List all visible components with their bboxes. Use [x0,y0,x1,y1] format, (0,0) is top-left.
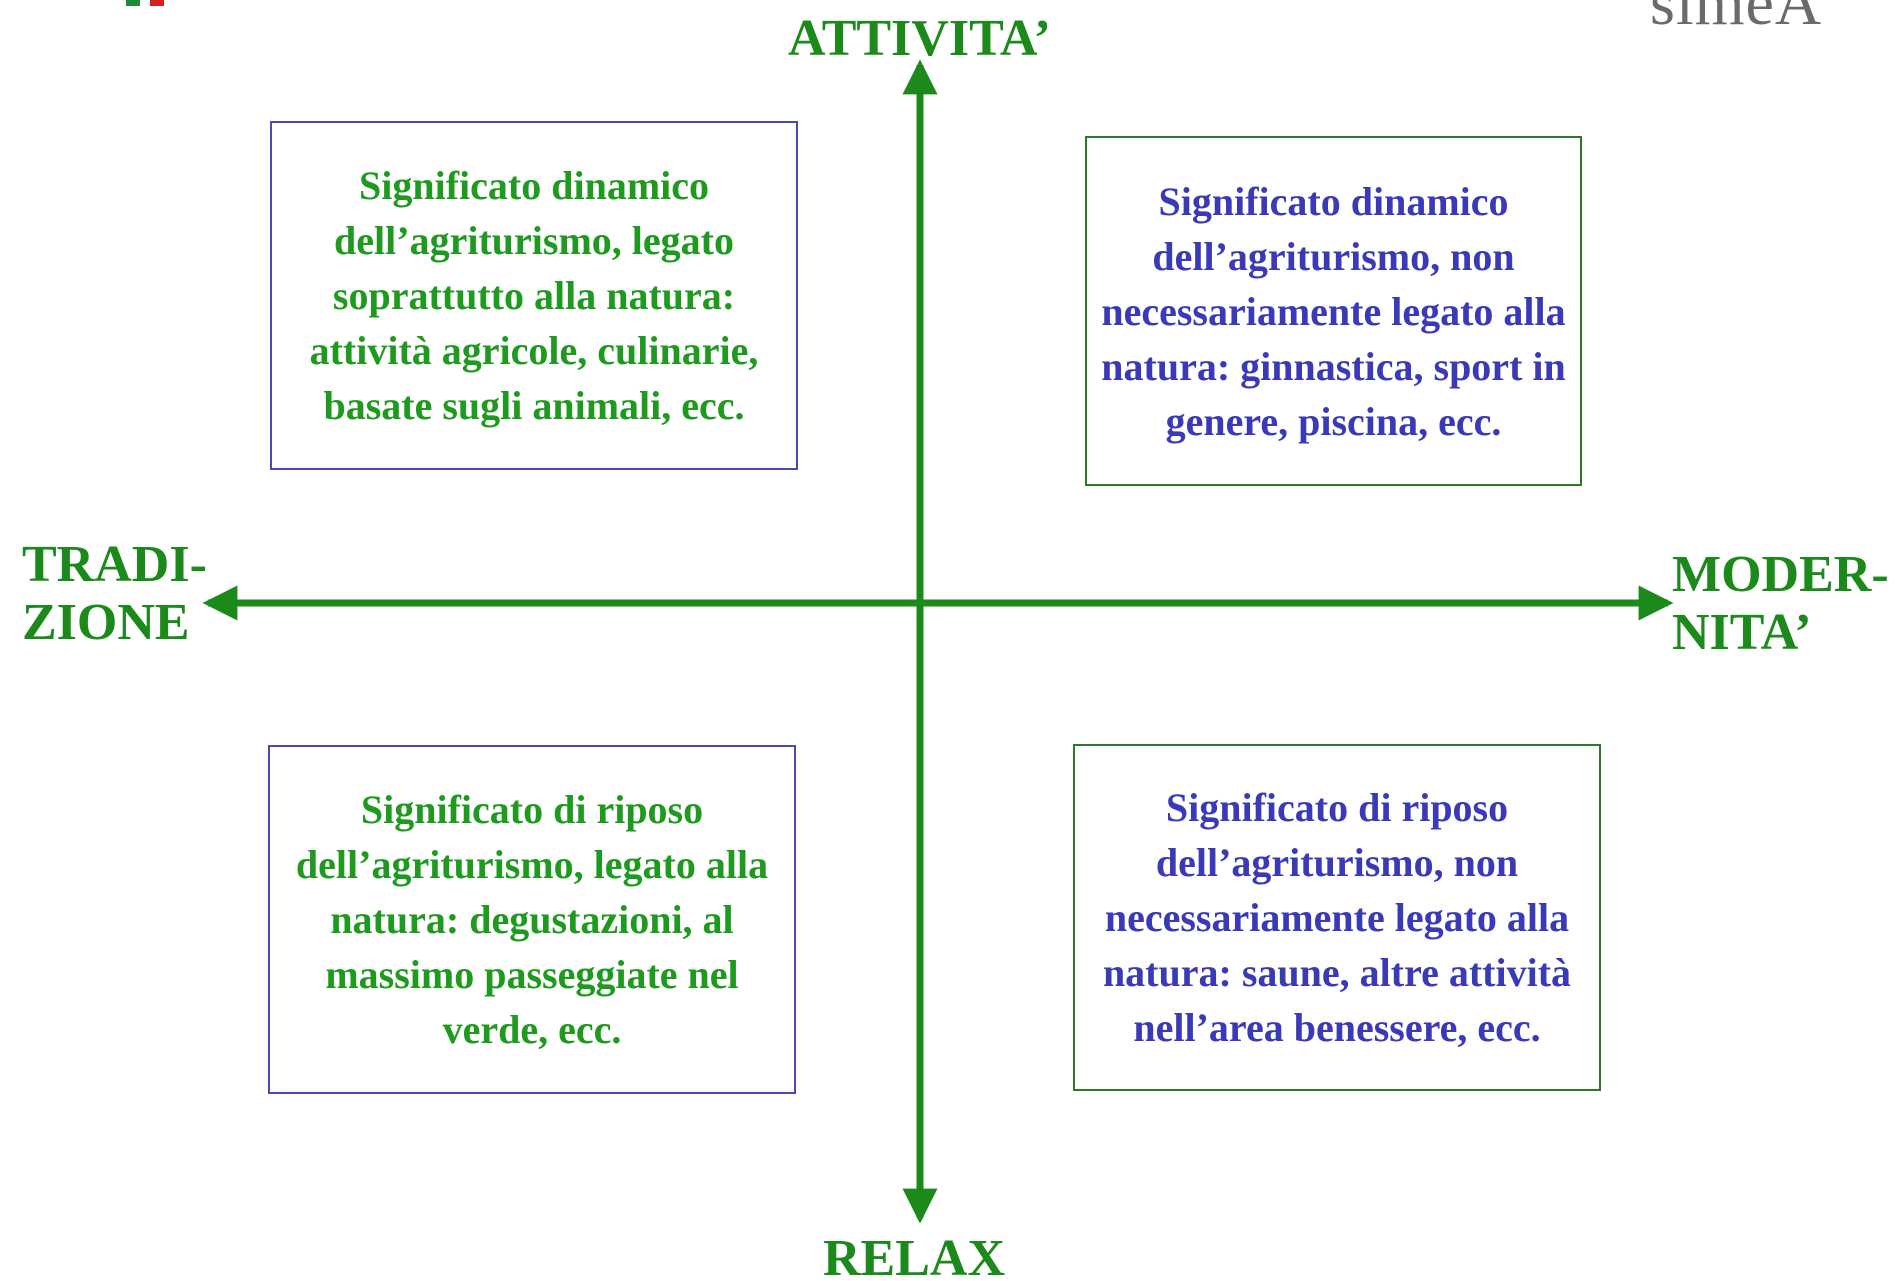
axis-label-left-line1: TRADI- [22,536,207,593]
quadrant-bottom-right: Significato di riposo dell’agriturismo, … [1073,744,1601,1091]
quadrant-top-left-text: Significato dinamico dell’agriturismo, l… [309,163,759,428]
axis-label-right: MODER- NITA’ [1672,546,1889,662]
quadrant-top-left: Significato dinamico dell’agriturismo, l… [270,121,798,470]
axis-label-right-line1: MODER- [1672,546,1889,603]
axis-label-bottom: RELAX [823,1230,1006,1281]
axis-label-top: ATTIVITA’ [788,10,1051,67]
axis-label-right-line2: NITA’ [1672,604,1812,661]
flag-red-stripe [150,0,164,6]
flag-logo [118,0,178,6]
quadrant-bottom-left: Significato di riposo dell’agriturismo, … [268,745,796,1094]
axis-label-left: TRADI- ZIONE [22,536,207,652]
brand-logo: simeA [1650,0,1823,38]
quadrant-top-right-text: Significato dinamico dell’agriturismo, n… [1101,178,1566,444]
quadrant-top-right: Significato dinamico dell’agriturismo, n… [1085,136,1582,486]
axis-label-left-line2: ZIONE [22,594,190,651]
flag-green-stripe [126,0,140,6]
quadrant-bottom-left-text: Significato di riposo dell’agriturismo, … [295,787,769,1052]
quadrant-bottom-right-text: Significato di riposo dell’agriturismo, … [1102,785,1572,1050]
